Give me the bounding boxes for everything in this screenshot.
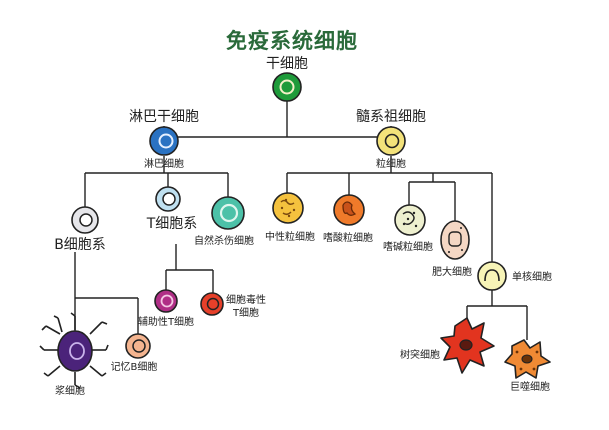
lymphoid-stem-cell-icon	[149, 126, 179, 156]
stem-cell-icon	[272, 72, 302, 102]
granulocyte-label: 粒细胞	[376, 157, 406, 170]
diagram-title: 免疫系统细胞	[226, 29, 358, 53]
helper-t-cell-label: 辅助性T细胞	[138, 315, 194, 328]
eosinophil-label: 嗜酸粒细胞	[323, 231, 373, 244]
monocyte-label: 单核细胞	[512, 270, 552, 283]
neutrophil-label: 中性粒细胞	[265, 230, 315, 243]
cytotoxic-t-label-line1: 细胞毒性	[226, 293, 266, 306]
plasma-cell-label: 浆细胞	[55, 384, 85, 397]
eosinophil-icon	[333, 194, 365, 226]
mast-cell-icon	[440, 220, 470, 260]
macrophage-icon	[504, 339, 551, 379]
mast-cell-label: 肥大细胞	[432, 265, 472, 278]
macrophage-label: 巨噬细胞	[510, 380, 550, 393]
basophil-label: 嗜碱粒细胞	[383, 240, 433, 253]
t-cell-label: T细胞系	[146, 216, 198, 232]
memory-b-cell-label: 记忆B细胞	[111, 360, 158, 373]
connector-lines	[74, 101, 528, 340]
cytotoxic-t-label-line2: T细胞	[232, 306, 259, 319]
myeloid-stem-cell-label: 髓系祖细胞	[356, 109, 426, 125]
monocyte-icon	[477, 261, 507, 291]
b-cell-label: B细胞系	[54, 237, 106, 253]
stem-cell-label: 干细胞	[266, 56, 308, 72]
b-cell-icon	[71, 206, 99, 234]
basophil-icon	[394, 204, 426, 236]
nk-cell-label: 自然杀伤细胞	[194, 234, 254, 247]
dendritic-cell-icon	[440, 317, 495, 374]
plasma-cell-icon	[39, 312, 109, 389]
myeloid-stem-cell-icon	[376, 126, 406, 156]
memory-b-cell-icon	[125, 333, 151, 359]
lymphoid-stem-cell-label: 淋巴干细胞	[129, 109, 199, 125]
neutrophil-icon	[272, 192, 304, 224]
cytotoxic-t-cell-icon	[200, 292, 224, 316]
nk-cell-icon	[211, 196, 245, 230]
t-cell-icon	[155, 186, 181, 212]
dendritic-cell-label: 树突细胞	[400, 348, 440, 361]
helper-t-cell-icon	[154, 289, 178, 313]
lymphocyte-label: 淋巴细胞	[144, 157, 184, 170]
